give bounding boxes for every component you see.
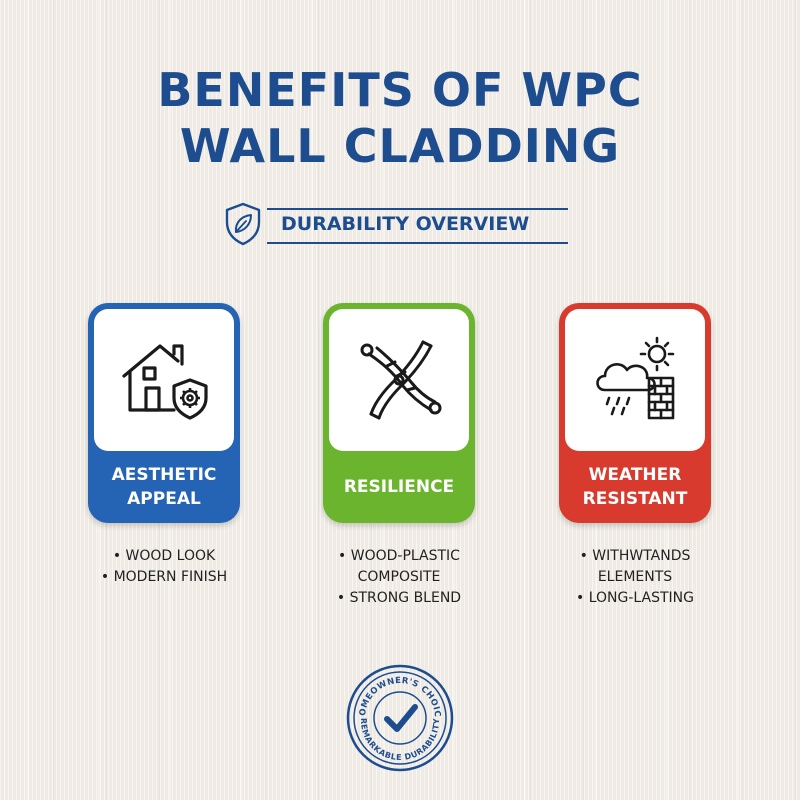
bullet-list-aesthetic: • WOOD LOOK • MODERN FINISH [54,546,274,588]
bullet-item: • WOOD-PLASTIC [338,548,460,564]
card-resilience: RESILIENCE [323,303,475,523]
seal-top-text: HOMEOWNER'S CHOICE [345,663,442,718]
subtitle-banner: DURABILITY OVERVIEW [223,200,568,246]
card-label-line-1: WEATHER [588,465,682,485]
card-weather-resistant: WEATHER RESISTANT [559,303,711,523]
title-line-1: BENEFITS OF WPC [157,63,643,117]
card-label: RESILIENCE [323,451,475,523]
card-label-line-2: RESISTANT [582,489,688,509]
bullet-item: • LONG-LASTING [576,590,694,606]
svg-text:HOMEOWNER'S CHOICE: HOMEOWNER'S CHOICE [345,663,442,718]
bullet-item: • MODERN FINISH [100,569,228,585]
bullet-item: • WOOD LOOK [112,548,216,564]
title-line-2: WALL CLADDING [179,119,621,173]
bullet-item: • STRONG BLEND [336,590,462,606]
durability-seal: HOMEOWNER'S CHOICE REMARKABLE DURABILITY [345,663,454,772]
composite-strands-icon [360,340,442,420]
shield-leaf-icon [225,202,261,246]
card-icon-box [94,309,234,451]
card-label-line-1: RESILIENCE [343,477,455,497]
card-label: AESTHETIC APPEAL [88,451,240,523]
card-icon-box [329,309,469,451]
card-label-line-2: APPEAL [127,489,201,509]
bullet-item: • WITHWTANDS [579,548,691,564]
house-shield-gear-icon [122,344,208,420]
checkmark-icon [384,704,418,732]
subtitle-rule-bottom [267,242,568,244]
weather-wall-icon [596,336,675,420]
page-title: BENEFITS OF WPC WALL CLADDING [0,62,800,174]
bullet-list-weather: • WITHWTANDS ELEMENTS • LONG-LASTING [525,546,745,609]
bullet-item: COMPOSITE [357,569,441,585]
bullet-list-resilience: • WOOD-PLASTIC COMPOSITE • STRONG BLEND [289,546,509,609]
subtitle-rule-top [267,208,568,210]
card-label-line-1: AESTHETIC [111,465,217,485]
card-aesthetic-appeal: AESTHETIC APPEAL [88,303,240,523]
bullet-item: ELEMENTS [597,569,673,585]
card-label: WEATHER RESISTANT [559,451,711,523]
subtitle-text: DURABILITY OVERVIEW [281,213,530,235]
card-icon-box [565,309,705,451]
